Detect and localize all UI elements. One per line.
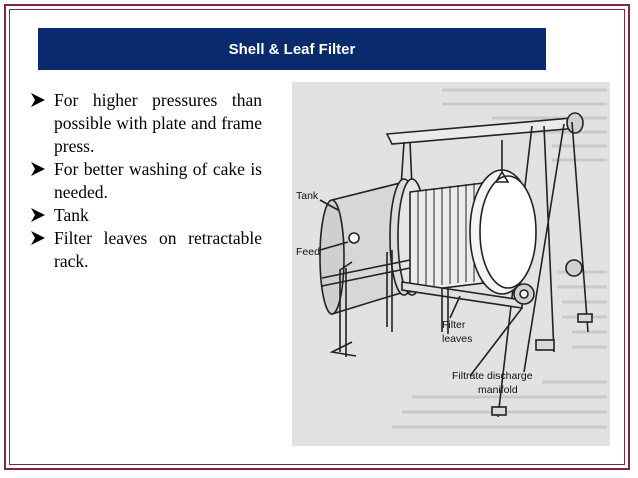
bullet-text: Tank (54, 205, 89, 225)
label-tank: Tank (296, 190, 319, 202)
filter-drawing: Tank Feed Filter leaves Filtrate dischar… (296, 88, 607, 429)
machine-lines (319, 112, 593, 418)
bullet-text: Filter leaves on retractable rack. (54, 228, 262, 271)
arrow-bullet-icon (31, 231, 45, 245)
arrow-bullet-icon (31, 208, 45, 222)
bullet-item: For better washing of cake is needed. (30, 158, 262, 204)
label-filtrate-discharge-1: Filtrate discharge (452, 370, 533, 382)
bullet-text: For better washing of cake is needed. (54, 159, 262, 202)
bullet-list: For higher pressures than possible with … (30, 89, 262, 273)
shell-leaf-filter-illustration: Tank Feed Filter leaves Filtrate dischar… (292, 82, 610, 446)
bullet-text: For higher pressures than possible with … (54, 90, 262, 156)
label-filtrate-discharge-2: manifold (478, 384, 518, 396)
arrow-bullet-icon (31, 93, 45, 107)
slide-title-bar: Shell & Leaf Filter (38, 28, 546, 70)
arrow-bullet-icon (31, 162, 45, 176)
label-filter-leaves-2: leaves (442, 333, 472, 345)
background-text-lines (392, 88, 607, 429)
slide-title: Shell & Leaf Filter (228, 40, 356, 58)
label-feed: Feed (296, 246, 320, 258)
label-filter-leaves-1: Filter (442, 319, 466, 331)
slide-inner-border (9, 9, 625, 465)
slide-outer-border (4, 4, 630, 470)
bullet-item: Filter leaves on retractable rack. (30, 227, 262, 273)
bullet-item: For higher pressures than possible with … (30, 89, 262, 158)
bullet-item: Tank (30, 204, 262, 227)
